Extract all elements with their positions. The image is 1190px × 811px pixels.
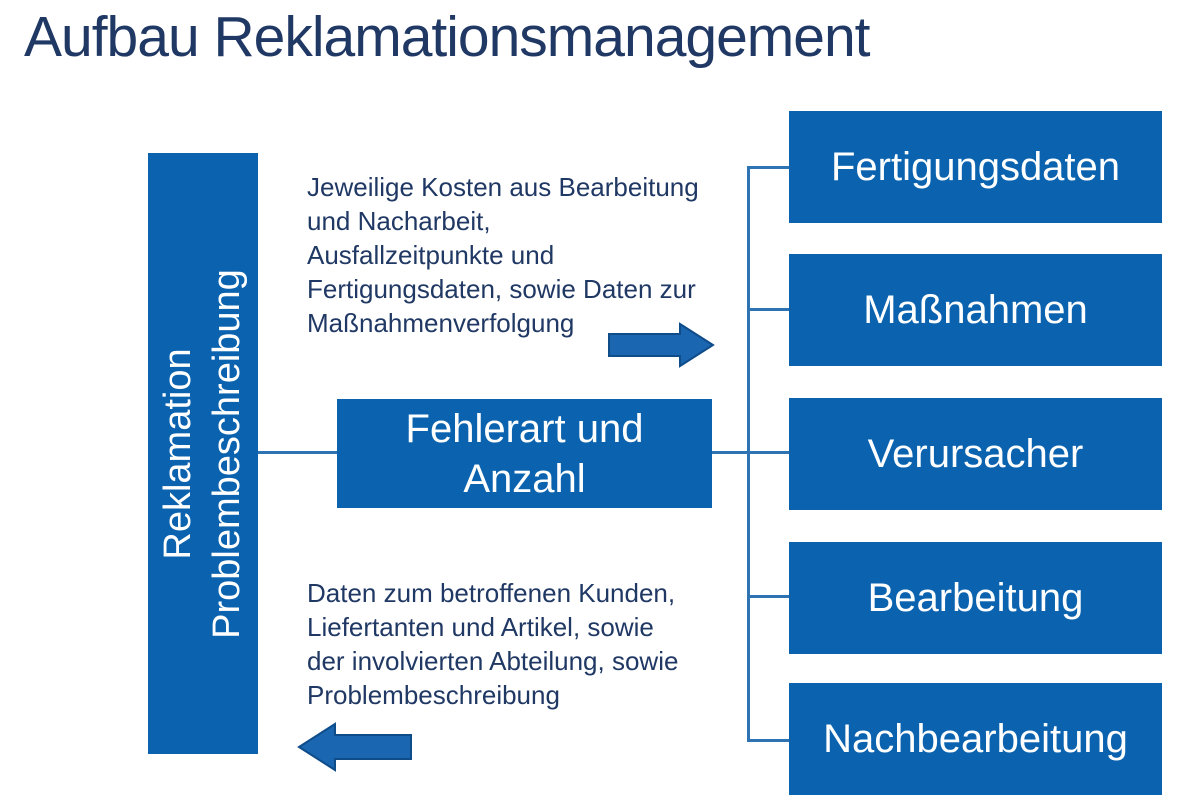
connector-stub-massnahmen xyxy=(747,308,789,311)
connector-left-to-center xyxy=(258,451,337,454)
verursacher-box: Verursacher xyxy=(789,398,1162,510)
problembeschreibung-line: Problembeschreibung xyxy=(206,268,248,639)
nachbearbeitung-label: Nachbearbeitung xyxy=(823,716,1128,761)
bearbeitung-label: Bearbeitung xyxy=(867,575,1084,620)
annotation-bottom-line: der involvierten Abteilung, sowie xyxy=(307,646,679,676)
fertigungsdaten-box: Fertigungsdaten xyxy=(789,111,1162,223)
bearbeitung-box: Bearbeitung xyxy=(789,542,1162,654)
connector-stub-fertigungsdaten xyxy=(747,166,789,169)
reklamation-line: Reklamation xyxy=(157,347,200,560)
annotation-bottom-line: Problembeschreibung xyxy=(307,680,560,710)
annotation-top-line: Jeweilige Kosten aus Bearbeitung xyxy=(307,172,699,202)
annotation-top-line: Ausfallzeitpunkte und xyxy=(307,240,555,270)
connector-stub-nachbearbeitung xyxy=(747,739,789,742)
annotation-bottom-line: Liefertanten und Artikel, sowie xyxy=(307,612,654,642)
massnahmen-label: Maßnahmen xyxy=(863,287,1088,332)
connector-center-to-spine xyxy=(712,451,789,454)
connector-stub-bearbeitung xyxy=(747,595,789,598)
fertigungsdaten-label: Fertigungsdaten xyxy=(830,144,1121,189)
reklamation-problembeschreibung-box: Reklamation Problembeschreibung xyxy=(148,153,258,754)
nachbearbeitung-box: Nachbearbeitung xyxy=(789,683,1162,795)
annotation-bottom: Daten zum betroffenen Kunden, Liefertant… xyxy=(307,576,678,712)
page-title: Aufbau Reklamationsmanagement xyxy=(24,5,871,69)
verursacher-label: Verursacher xyxy=(867,431,1084,476)
annotation-bottom-line: Daten zum betroffenen Kunden, xyxy=(307,578,676,608)
left-arrow-icon xyxy=(297,722,412,772)
annotation-top: Jeweilige Kosten aus Bearbeitung und Nac… xyxy=(307,170,699,340)
annotation-top-line: und Nacharbeit, xyxy=(307,206,491,236)
annotation-top-line: Fertigungsdaten, sowie Daten zur xyxy=(307,274,696,304)
reklamation-box-label: Reklamation Problembeschreibung xyxy=(148,153,258,754)
right-arrow-icon xyxy=(608,322,715,368)
connector-spine xyxy=(747,166,750,742)
massnahmen-box: Maßnahmen xyxy=(789,254,1162,366)
fehlerart-anzahl-box: Fehlerart und Anzahl xyxy=(337,399,712,508)
annotation-top-line: Maßnahmenverfolgung xyxy=(307,308,575,338)
fehlerart-anzahl-label: Fehlerart und Anzahl xyxy=(405,406,644,501)
